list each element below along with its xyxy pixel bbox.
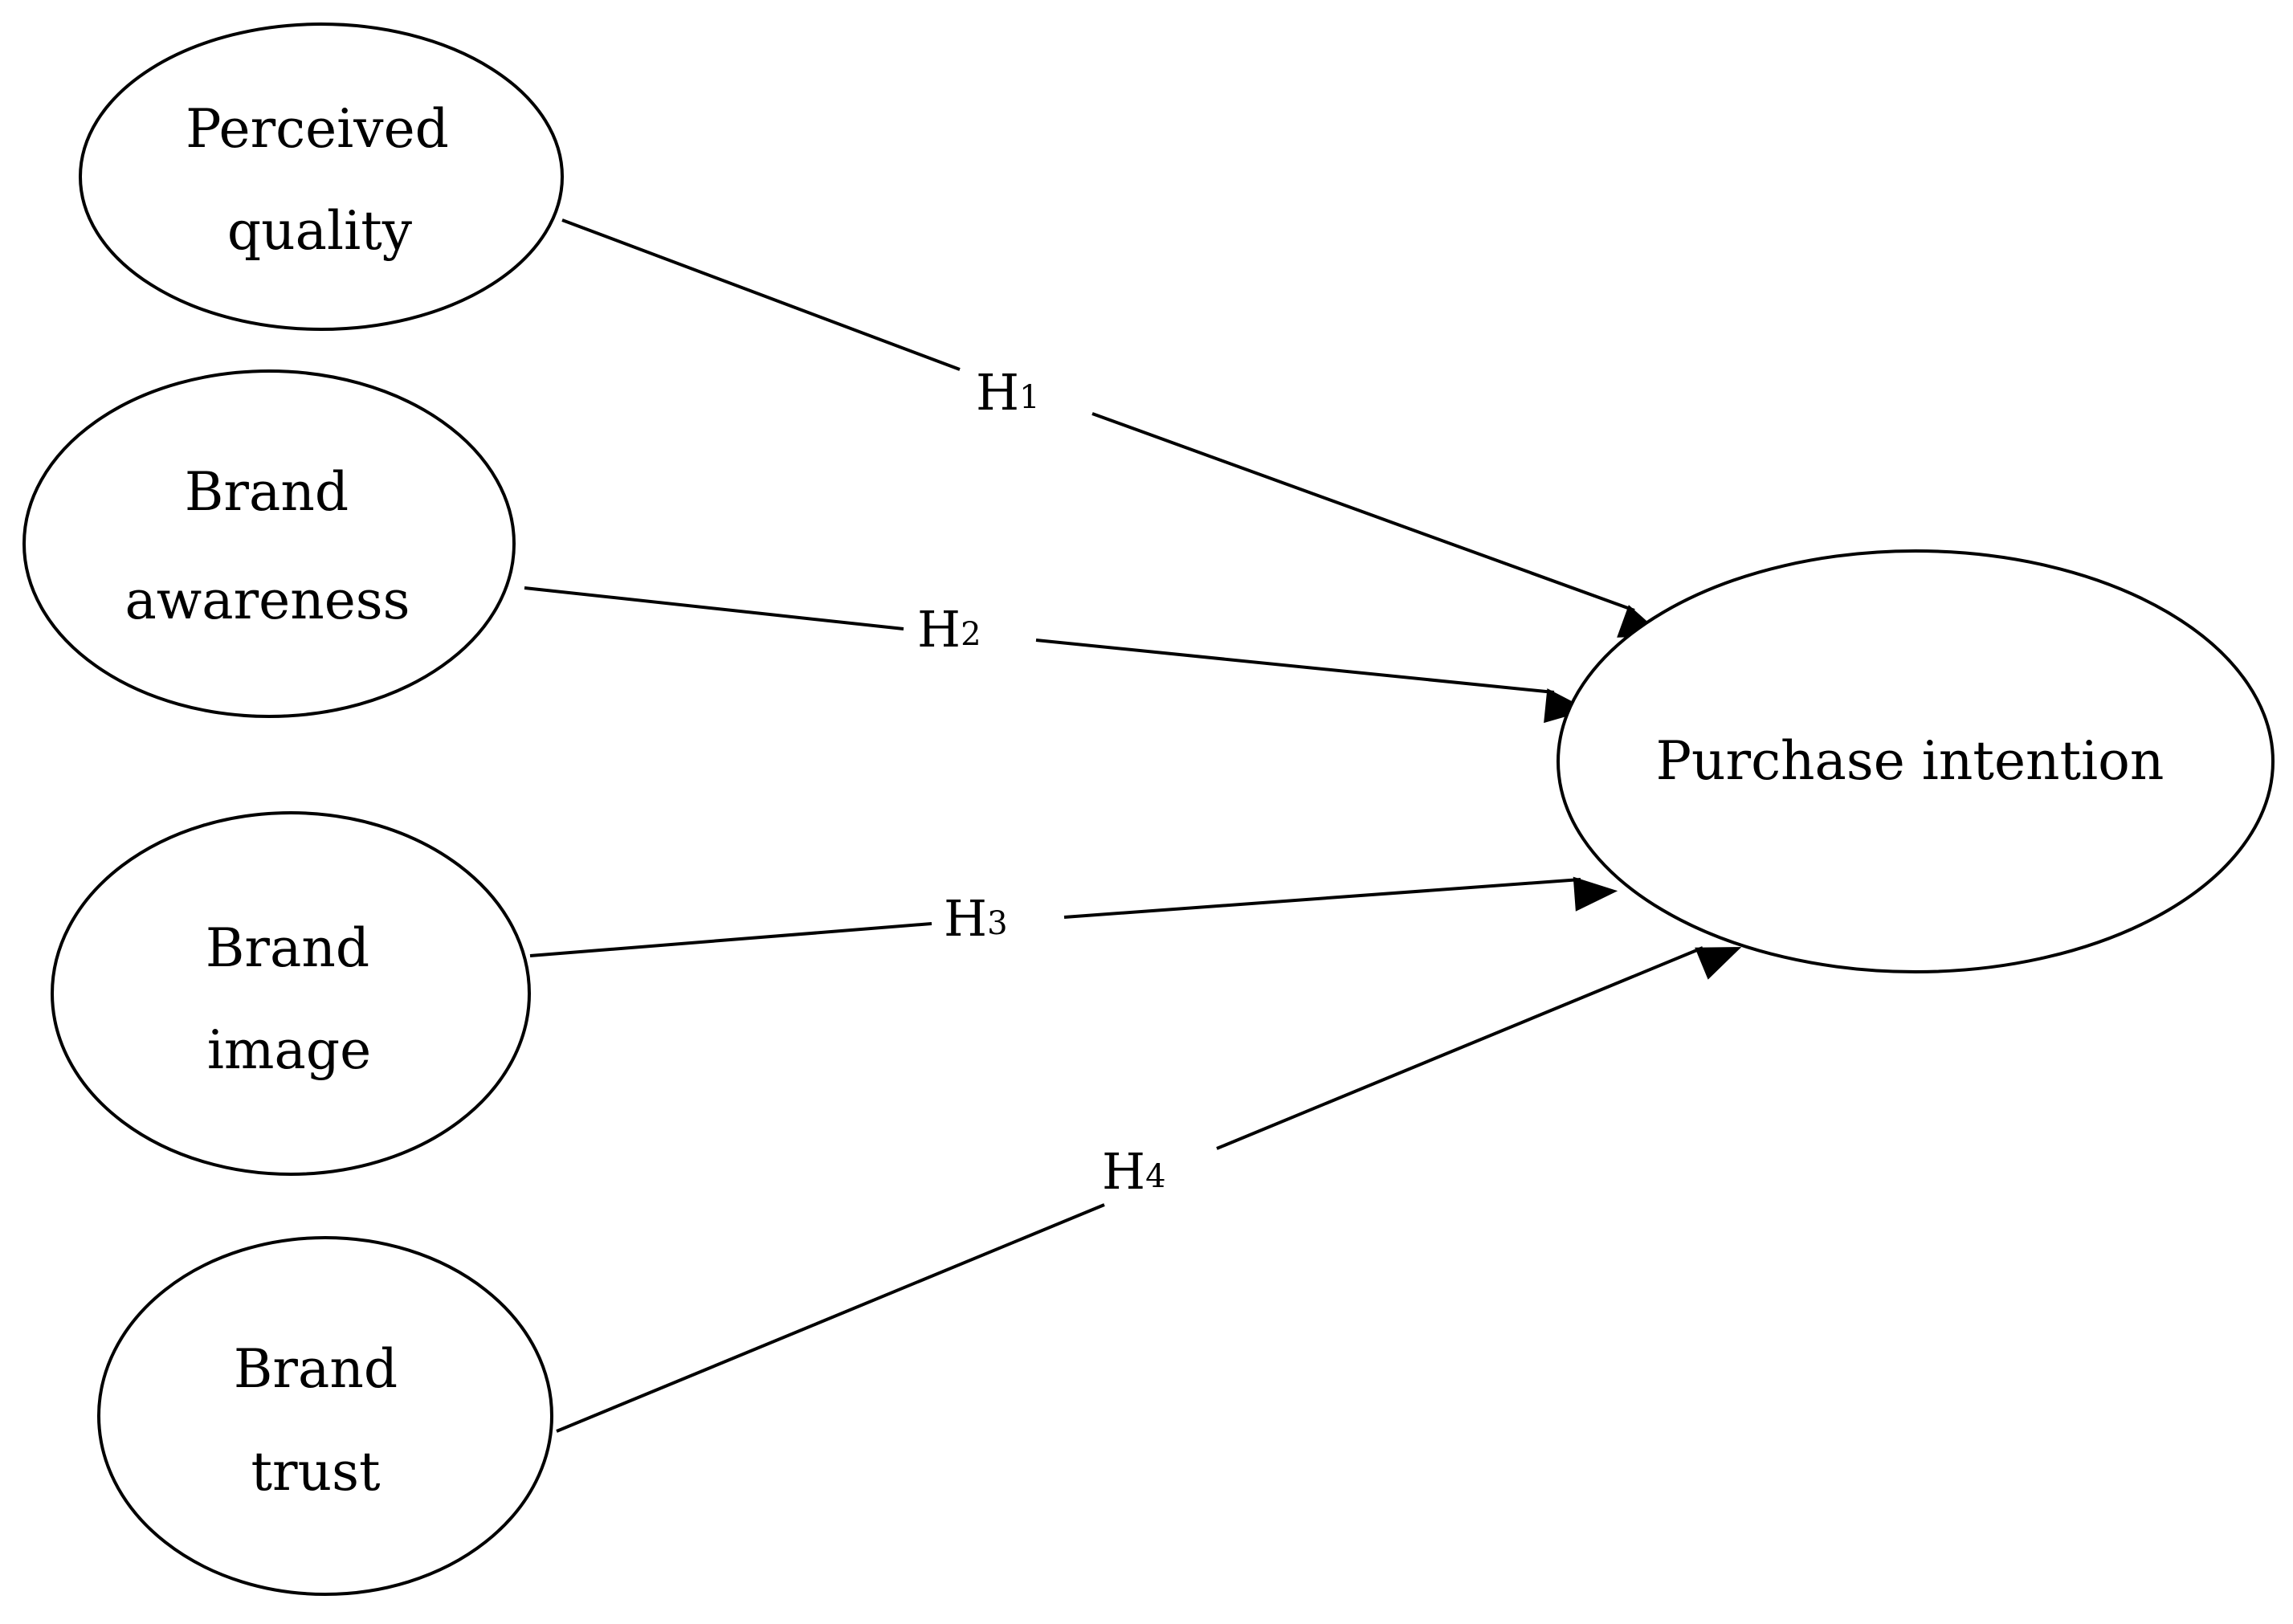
- node-brand-image-line1: Brand: [206, 917, 369, 979]
- node-brand-awareness-line2: awareness: [124, 569, 410, 631]
- hypothesis-label-h3: H3: [944, 889, 1008, 948]
- node-perceived-quality: Perceived quality: [79, 22, 564, 331]
- node-perceived-quality-line2: quality: [227, 200, 413, 262]
- node-brand-trust-line1: Brand: [234, 1338, 398, 1400]
- node-purchase-intention: Purchase intention: [1557, 549, 2275, 973]
- node-perceived-quality-line1: Perceived: [186, 98, 449, 160]
- edge-h4: [556, 946, 1742, 1433]
- node-brand-image-line2: image: [207, 1019, 371, 1081]
- node-purchase-intention-label: Purchase intention: [1656, 730, 2164, 792]
- hypothesis-label-h4: H4: [1102, 1142, 1166, 1201]
- edge-h3: [529, 876, 1618, 957]
- node-brand-awareness: Brand awareness: [22, 369, 516, 718]
- edge-h2: [524, 586, 1589, 724]
- node-brand-trust-line2: trust: [251, 1441, 381, 1503]
- hypothesis-label-h2: H2: [917, 600, 981, 659]
- node-brand-trust: Brand trust: [97, 1236, 553, 1596]
- node-brand-image: Brand image: [51, 811, 531, 1176]
- hypothesis-label-h1: H1: [976, 363, 1040, 422]
- edge-h1: [561, 218, 1664, 638]
- node-brand-awareness-line1: Brand: [185, 461, 349, 523]
